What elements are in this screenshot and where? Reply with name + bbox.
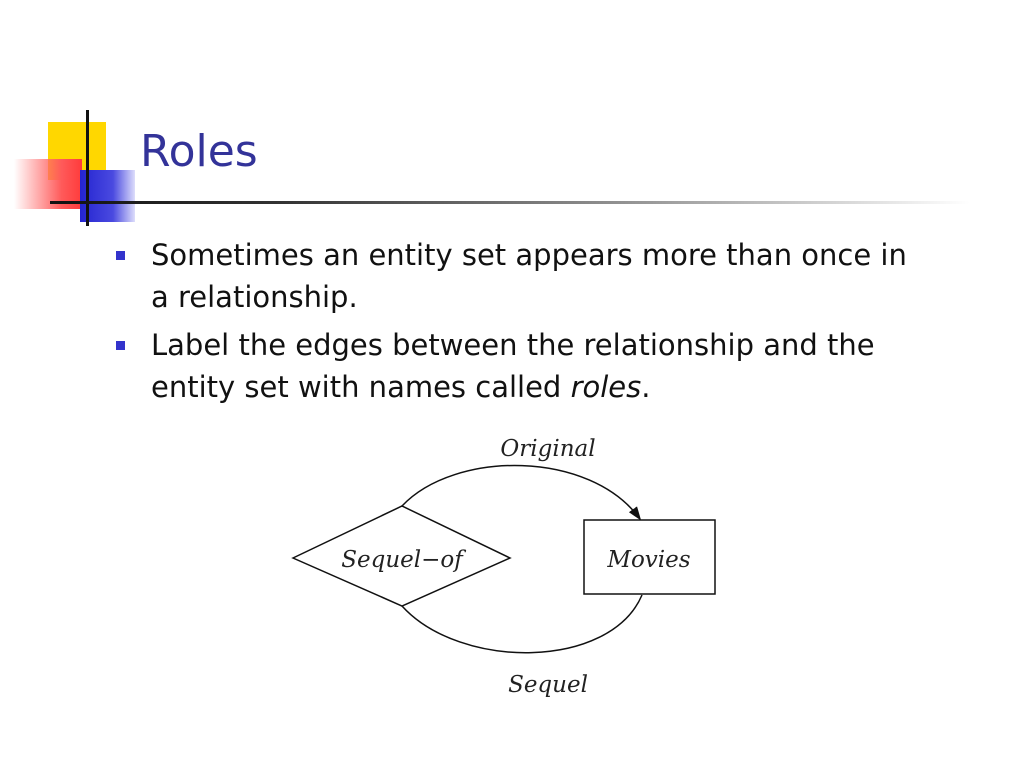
role-label-sequel: Sequel bbox=[508, 672, 588, 698]
edge-sequel bbox=[401, 594, 643, 654]
bullet-square-icon bbox=[116, 341, 125, 350]
decor-red-square bbox=[14, 159, 82, 209]
bullet-item: Label the edges between the relationship… bbox=[116, 324, 916, 408]
bullet-text-end: . bbox=[641, 370, 651, 404]
bullet-item: Sometimes an entity set appears more tha… bbox=[116, 234, 916, 318]
bullet-list: Sometimes an entity set appears more tha… bbox=[116, 234, 916, 414]
slide-title: Roles bbox=[140, 126, 258, 177]
entity-label: Movies bbox=[606, 547, 690, 573]
bullet-emphasis: roles bbox=[570, 370, 642, 404]
bullet-text: Label the edges between the relationship… bbox=[151, 328, 875, 404]
entity-rectangle bbox=[583, 519, 716, 595]
decor-vertical-line bbox=[86, 110, 89, 226]
relationship-diamond bbox=[291, 505, 512, 607]
decor-blue-square bbox=[80, 170, 135, 222]
bullet-square-icon bbox=[116, 251, 125, 260]
role-label-original: Original bbox=[500, 436, 595, 462]
bullet-text: Sometimes an entity set appears more tha… bbox=[151, 238, 907, 314]
edge-original bbox=[401, 464, 642, 521]
er-diagram: Sequel−of Movies Original Sequel bbox=[291, 436, 716, 698]
title-underline bbox=[50, 201, 970, 204]
relationship-label: Sequel−of bbox=[341, 547, 466, 573]
